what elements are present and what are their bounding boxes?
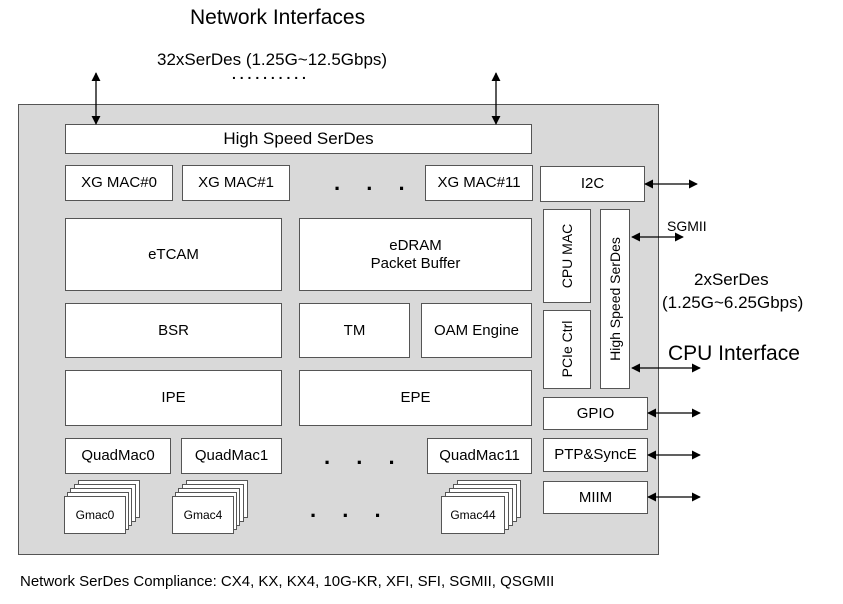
footer-compliance: Network SerDes Compliance: CX4, KX, KX4,… (20, 573, 555, 590)
high-speed-serdes-block: High Speed SerDes (65, 124, 532, 154)
xgmac0-block: XG MAC#0 (65, 165, 173, 201)
xgmac1-block: XG MAC#1 (182, 165, 290, 201)
xgmac0-label: XG MAC#0 (81, 174, 157, 192)
miim-block: MIIM (543, 481, 648, 514)
ipe-block: IPE (65, 370, 282, 426)
gmac44-stack: Gmac44 (441, 480, 523, 536)
diagram-title: Network Interfaces (190, 6, 366, 29)
xgmac11-label: XG MAC#11 (437, 174, 521, 192)
bsr-label: BSR (158, 321, 189, 339)
xgmac1-label: XG MAC#1 (198, 174, 274, 192)
bsr-block: BSR (65, 303, 282, 358)
gmac4-stack: Gmac4 (172, 480, 252, 536)
gmac0-label: Gmac0 (75, 508, 115, 522)
quadmac1-label: QuadMac1 (194, 447, 269, 465)
gmac4-label: Gmac4 (183, 508, 223, 522)
epe-label: EPE (400, 389, 431, 407)
serdes-right-label: 2xSerDes (694, 270, 769, 289)
quadmac-ellipsis: . . . (324, 444, 405, 469)
edram-label: eDRAM (389, 237, 442, 255)
ptp-synce-block: PTP&SyncE (543, 438, 648, 472)
epe-block: EPE (299, 370, 532, 426)
xgmac11-block: XG MAC#11 (425, 165, 533, 201)
quadmac11-block: QuadMac11 (427, 438, 532, 474)
quadmac0-label: QuadMac0 (81, 447, 155, 465)
sgmii-label: SGMII (667, 218, 707, 234)
i2c-label: I2C (580, 175, 605, 193)
quadmac11-label: QuadMac11 (439, 447, 520, 465)
gpio-label: GPIO (576, 404, 615, 422)
xgmac-ellipsis: . . . (334, 170, 415, 195)
high-speed-serdes-label: High Speed SerDes (223, 129, 374, 149)
i2c-block: I2C (540, 166, 645, 202)
tm-block: TM (299, 303, 410, 358)
gmac-ellipsis: . . . (310, 497, 391, 522)
pcie-ctrl-block (543, 310, 591, 389)
serdes-dots: . . . . . . . . . . (232, 66, 306, 82)
gmac44-label: Gmac44 (450, 508, 496, 522)
cpu-interface-label: CPU Interface (668, 342, 800, 365)
edram-block: eDRAM Packet Buffer (299, 218, 532, 291)
quadmac0-block: QuadMac0 (65, 438, 171, 474)
serdes-top-label: 32xSerDes (1.25G~12.5Gbps) (157, 50, 388, 69)
ptp-synce-label: PTP&SyncE (554, 446, 637, 464)
gmac0-stack: Gmac0 (64, 480, 144, 536)
tm-label: TM (343, 321, 366, 339)
etcam-label: eTCAM (148, 245, 199, 263)
quadmac1-block: QuadMac1 (181, 438, 282, 474)
miim-label: MIIM (578, 488, 613, 506)
ipe-label: IPE (161, 389, 186, 407)
serdes-right-rate-label: (1.25G~6.25Gbps) (662, 293, 804, 312)
packet-buffer-label: Packet Buffer (370, 254, 461, 272)
oam-engine-block: OAM Engine (421, 303, 532, 358)
oam-engine-label: OAM Engine (433, 321, 520, 339)
hs-serdes-vertical-block (600, 209, 630, 389)
cpu-mac-block (543, 209, 591, 303)
etcam-block: eTCAM (65, 218, 282, 291)
gpio-block: GPIO (543, 397, 648, 430)
